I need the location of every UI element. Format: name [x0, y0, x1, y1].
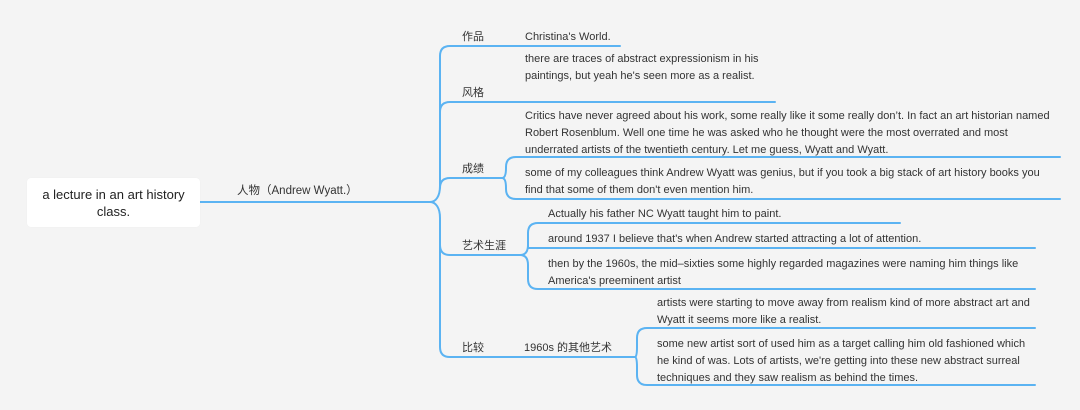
works-leaf[interactable]: Christina's World. — [525, 31, 611, 43]
comparison-leaf-1[interactable]: artists were starting to move away from … — [657, 297, 1030, 326]
career-bracket-2 — [527, 244, 1036, 249]
comparison-sub-label[interactable]: 1960s 的其他艺术 — [524, 342, 613, 354]
root-node[interactable]: a lecture in an art history class. — [27, 178, 200, 227]
achievements-leaf-1[interactable]: Critics have never agreed about his work… — [525, 110, 1050, 156]
branch-style-label[interactable]: 风格 — [462, 87, 484, 99]
branch-career-label[interactable]: 艺术生涯 — [462, 240, 506, 252]
branch-style-connector — [439, 101, 776, 113]
career-bracket-1 — [519, 222, 901, 256]
root-node-text: a lecture in an art history class. — [42, 186, 185, 219]
career-leaf-3[interactable]: then by the 1960s, the mid–sixties some … — [548, 258, 1019, 287]
style-leaf[interactable]: there are traces of abstract expressioni… — [525, 53, 759, 82]
career-bracket-3 — [519, 254, 1036, 290]
main-topic-node[interactable]: 人物（Andrew Wyatt.） — [237, 185, 358, 197]
achievements-bracket — [501, 156, 1061, 179]
branch-works-label[interactable]: 作品 — [462, 31, 484, 43]
comparison-bracket-1 — [634, 327, 1036, 358]
achievements-leaf-2[interactable]: some of my colleagues think Andrew Wyatt… — [525, 167, 1040, 196]
branch-comparison-connector — [439, 244, 636, 358]
career-leaf-1[interactable]: Actually his father NC Wyatt taught him … — [548, 208, 782, 220]
branch-comparison-label[interactable]: 比较 — [462, 342, 484, 354]
comparison-leaf-2[interactable]: some new artist sort of used him as a ta… — [657, 338, 1026, 384]
career-leaf-2[interactable]: around 1937 I believe that's when Andrew… — [548, 233, 922, 245]
branch-works-connector — [429, 45, 521, 203]
comparison-bracket-2 — [634, 356, 1036, 386]
branch-achievements-label[interactable]: 成绩 — [462, 163, 484, 175]
achievements-bracket-2 — [501, 177, 1061, 200]
branch-achievements-connector — [439, 177, 503, 189]
